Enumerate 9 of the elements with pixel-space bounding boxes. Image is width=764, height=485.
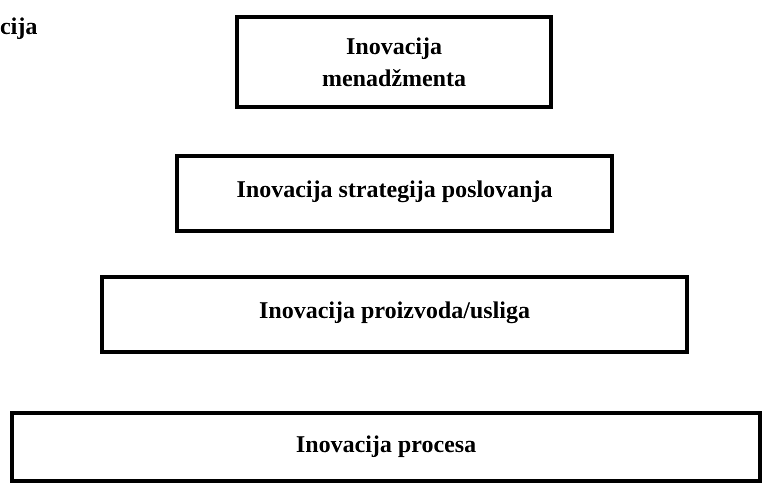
level-box — [235, 15, 553, 109]
level-label: Inovacija menadžmenta — [321, 33, 467, 94]
level-box — [175, 154, 614, 233]
level-box — [100, 275, 689, 354]
level-label: Inovacija proizvoda/usliga — [258, 297, 531, 326]
heading-fragment: cija — [0, 13, 38, 42]
level-box — [10, 411, 762, 483]
level-label: Inovacija procesa — [294, 431, 478, 460]
level-label: Inovacija strategija poslovanja — [236, 176, 554, 205]
